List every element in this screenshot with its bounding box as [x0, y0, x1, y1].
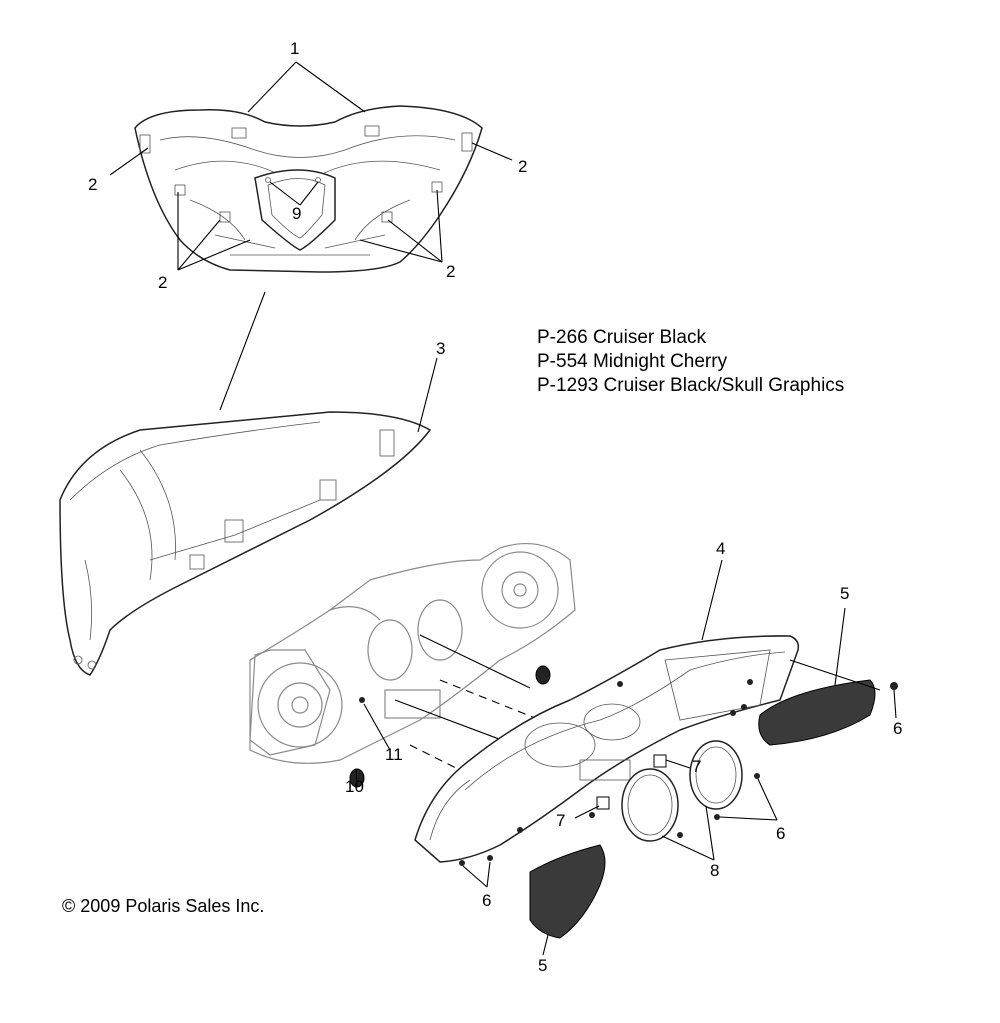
callout-9: 9	[292, 204, 302, 223]
callout-10: 10	[345, 777, 364, 796]
copyright: © 2009 Polaris Sales Inc.	[62, 896, 264, 917]
callout-6-mid: 6	[776, 824, 786, 843]
callout-4: 4	[716, 539, 726, 558]
callout-5-bottom: 5	[538, 956, 548, 975]
callout-2-bottom-right: 2	[446, 262, 456, 281]
callout-8: 8	[710, 861, 720, 880]
callout-6-right: 6	[893, 719, 903, 738]
callout-7-upper: 7	[692, 757, 702, 776]
windshield-fairing	[59, 411, 432, 676]
speaker-console-ghost	[249, 542, 576, 764]
callout-2-bottom-left: 2	[158, 273, 168, 292]
gauge-rings	[621, 740, 743, 842]
instrument-pod	[414, 635, 800, 863]
callout-11: 11	[385, 745, 403, 764]
callout-7-lower: 7	[556, 811, 566, 830]
callout-5-top: 5	[840, 584, 850, 603]
copyright-text: 2009 Polaris Sales Inc.	[80, 896, 265, 916]
callout-1: 1	[290, 39, 300, 58]
color-note-p554: P-554 Midnight Cherry	[537, 351, 728, 372]
callout-3: 3	[436, 339, 446, 358]
callout-6-bottom: 6	[482, 891, 492, 910]
copyright-symbol: ©	[62, 896, 76, 916]
color-note-p266: P-266 Cruiser Black	[537, 327, 706, 348]
speaker-grille-bottom	[529, 844, 606, 939]
callout-2-right: 2	[518, 157, 528, 176]
leader-lines-top	[109, 61, 513, 411]
callout-2-left: 2	[88, 175, 98, 194]
outer-fairing	[134, 105, 483, 273]
speaker-grille-right	[758, 679, 876, 746]
alignment-lines	[394, 634, 541, 791]
color-note-p1293: P-1293 Cruiser Black/Skull Graphics	[537, 375, 845, 396]
